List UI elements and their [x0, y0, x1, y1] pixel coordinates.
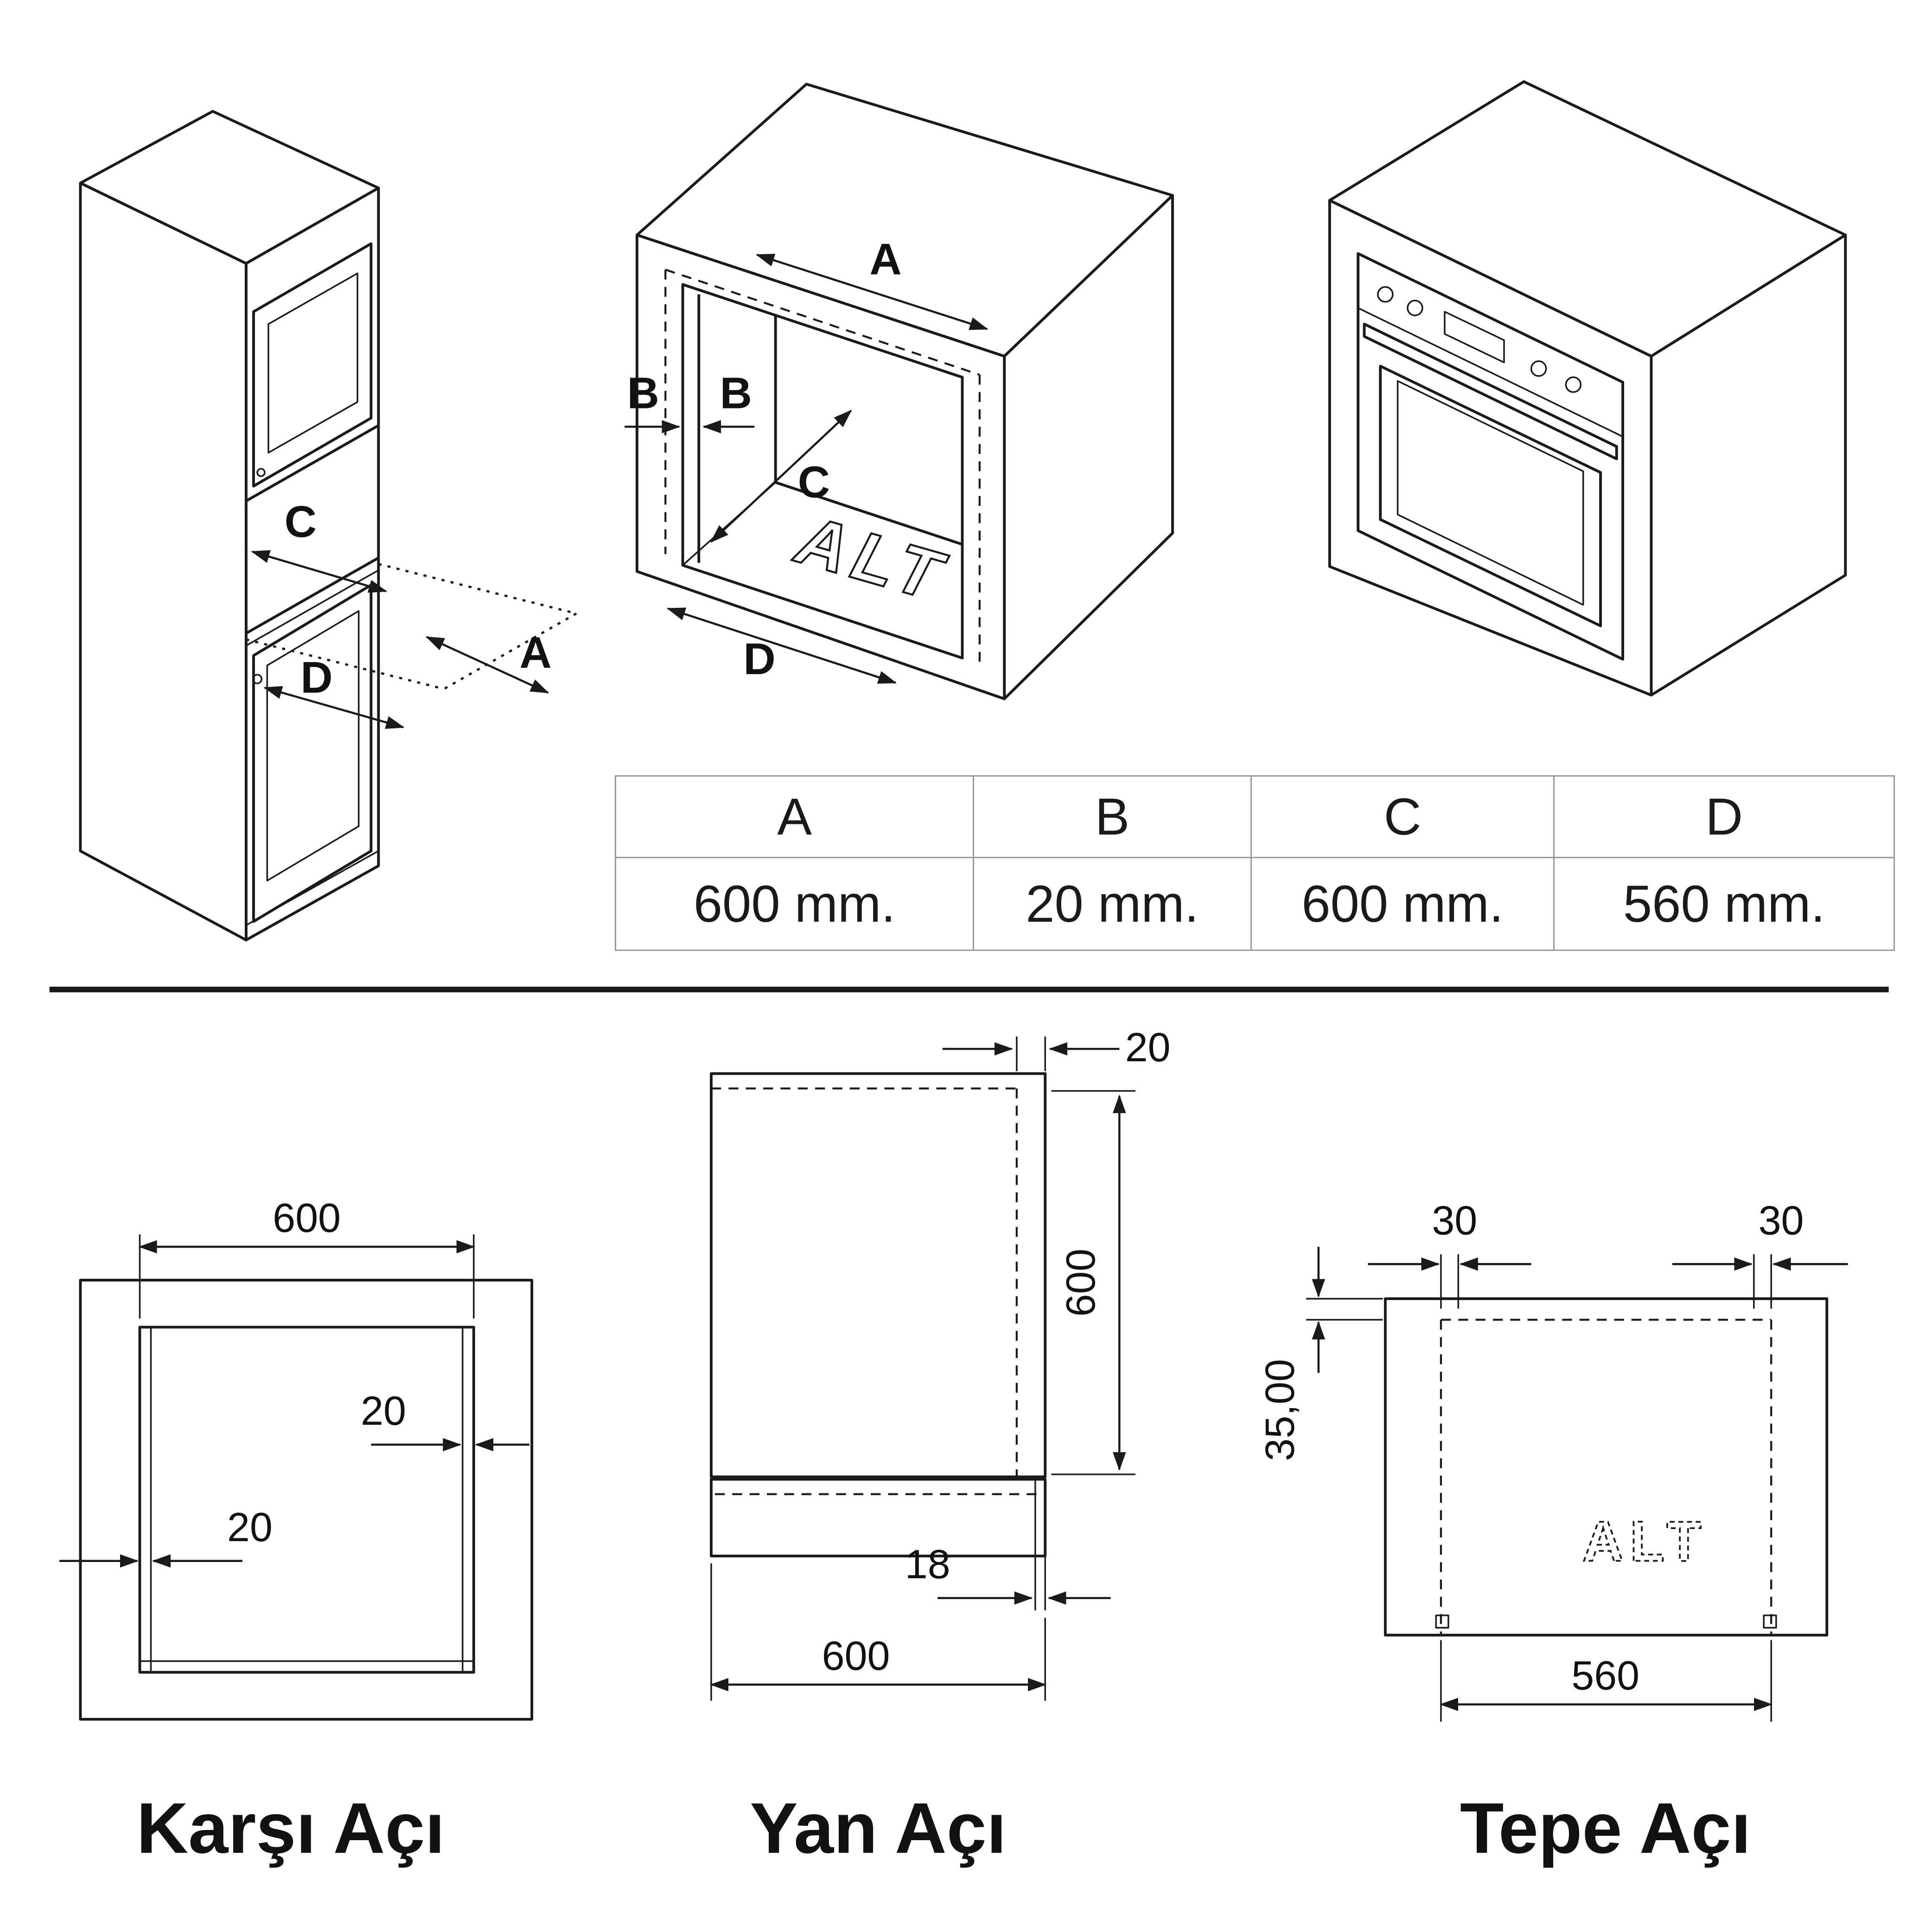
table-value-d: 560 mm. [1553, 857, 1895, 951]
front-view-title: Karşı Açı [136, 1788, 445, 1868]
side-view-base-panel-dim: 18 [905, 1541, 950, 1587]
cabinet-label-a: A [519, 628, 551, 678]
niche-inner-width-arrow [666, 607, 897, 684]
niche-label-d: D [743, 634, 775, 684]
oven-knob-icon [1377, 286, 1394, 303]
table-header-c: C [1250, 775, 1555, 858]
table-value-a: 600 mm. [614, 857, 975, 951]
oven-control-panel [1377, 286, 1582, 393]
niche-depth-arrow [710, 409, 852, 543]
niche-width-arrow [755, 254, 988, 330]
top-view-right-gap-dim: 30 [1759, 1197, 1804, 1243]
oven-front-frame [1357, 252, 1625, 661]
upper-door [252, 242, 373, 488]
oven-display [1444, 311, 1505, 363]
niche-label-c: C [798, 457, 830, 507]
table-header-a: A [614, 775, 975, 858]
top-view-drawing: 30 30 35,00 ALT 560 Tepe Açı [1256, 1197, 1848, 1868]
top-view-left-gap-dim: 30 [1432, 1197, 1477, 1243]
cabinet-inner-width-arrow [263, 686, 405, 729]
front-view-width-dim: 600 [273, 1195, 341, 1241]
top-view-inner-width-dim: 560 [1571, 1652, 1639, 1698]
side-view-title: Yan Açı [750, 1788, 1006, 1868]
tall-cabinet-isometric-view: C D A [79, 110, 577, 942]
niche-label-b-right: B [720, 368, 752, 418]
table-header-b: B [973, 775, 1252, 858]
niche-label-a: A [869, 235, 901, 284]
table-header-d: D [1553, 775, 1895, 858]
table-value-c: 600 mm. [1250, 857, 1555, 951]
front-view-left-wall-dim: 20 [227, 1504, 273, 1550]
cabinet-label-c: C [285, 497, 317, 547]
cabinet-width-arrow [425, 636, 549, 694]
table-value-b: 20 mm. [973, 857, 1252, 951]
top-view-title: Tepe Açı [1460, 1788, 1751, 1868]
table-header-row: A B C D [614, 775, 1895, 858]
lower-door [252, 583, 373, 923]
side-view-back-panel-dim: 20 [1125, 1024, 1171, 1070]
niche-opening [681, 283, 964, 660]
front-view-drawing: 600 20 20 Karşı Açı [59, 1195, 534, 1868]
niche-label-b-left: B [627, 368, 659, 418]
oven-door-window [1379, 364, 1602, 627]
built-in-oven-isometric-view [1328, 80, 1847, 697]
top-view-alt-marking: ALT [1582, 1510, 1707, 1574]
oven-knob-icon [1530, 360, 1547, 377]
oven-knob-icon [1565, 376, 1582, 393]
dimensions-table: A B C D 600 mm. 20 mm. 600 mm. 560 mm. [614, 775, 1895, 951]
table-value-row: 600 mm. 20 mm. 600 mm. 560 mm. [614, 857, 1895, 951]
side-view-drawing: 20 600 18 600 Yan Açı [710, 1024, 1171, 1868]
oven-handle [1363, 323, 1618, 460]
cabinet-label-d: D [300, 653, 332, 702]
niche-cutaway-isometric-view: ALT A B B C D [625, 83, 1174, 701]
cabinet-depth-arrow [251, 550, 388, 593]
top-view-front-gap-dim: 35,00 [1256, 1359, 1302, 1461]
oven-knob-icon [1407, 300, 1423, 317]
side-view-height-dim: 600 [1058, 1249, 1103, 1317]
front-view-right-wall-dim: 20 [361, 1388, 406, 1434]
side-view-depth-dim: 600 [822, 1632, 890, 1678]
